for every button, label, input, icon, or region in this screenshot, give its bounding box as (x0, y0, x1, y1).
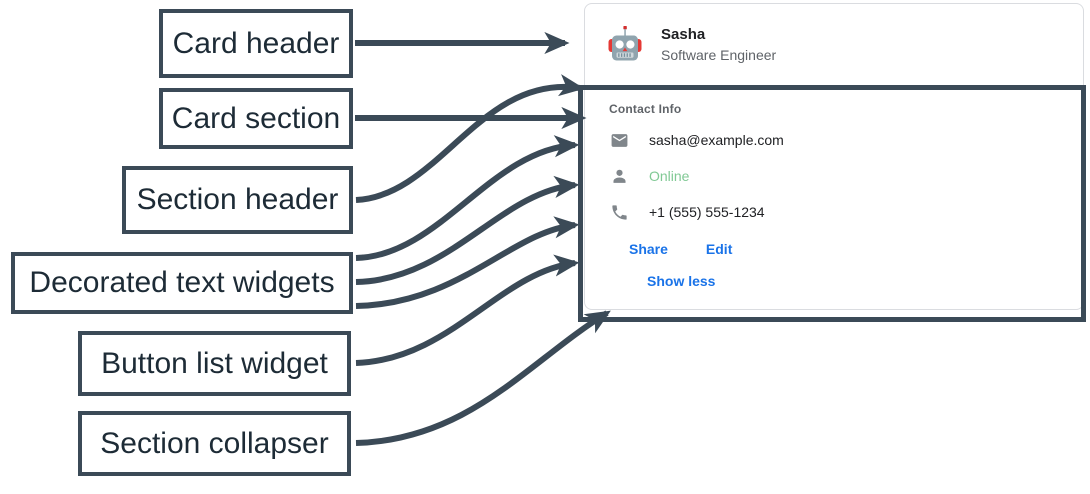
card-header-text: Sasha Software Engineer (661, 25, 777, 64)
button-list-widget: Share Edit (629, 242, 1067, 256)
edit-button[interactable]: Edit (705, 241, 733, 257)
arrow-text-widget-phone (355, 216, 580, 309)
callout-label: Card section (171, 101, 341, 135)
callout-label: Button list widget (101, 346, 328, 380)
decorated-text-row-email[interactable]: sasha@example.com (609, 130, 1067, 150)
arrow-section-collapser (355, 310, 611, 446)
arrow-section-header (355, 74, 585, 203)
status-value: Online (649, 168, 690, 184)
arrow-button-list (355, 254, 580, 366)
callout-label: Decorated text widgets (29, 266, 335, 299)
card-header-subtitle: Software Engineer (661, 47, 777, 64)
phone-value: +1 (555) 555-1234 (649, 204, 765, 220)
share-button[interactable]: Share (629, 241, 668, 257)
card-section: Contact Info sasha@example.com (585, 86, 1083, 309)
email-icon (609, 130, 629, 150)
phone-icon (609, 202, 629, 222)
callout-decorated-text-widgets: Decorated text widgets (11, 252, 353, 314)
callout-card-header: Card header (159, 9, 353, 78)
callout-label: Section collapser (100, 426, 329, 460)
profile-card: Sasha Software Engineer Contact Info sas… (584, 3, 1084, 310)
robot-avatar-icon (608, 26, 642, 61)
section-header: Contact Info (609, 102, 682, 116)
callout-button-list-widget: Button list widget (78, 331, 351, 396)
section-collapser: Show less (647, 273, 1067, 291)
callout-label: Card header (172, 26, 340, 60)
email-value: sasha@example.com (649, 132, 784, 148)
arrow-text-widget-status (355, 175, 580, 285)
callout-section-collapser: Section collapser (78, 411, 351, 476)
card-header-title: Sasha (661, 25, 706, 43)
card-header: Sasha Software Engineer (585, 4, 1083, 86)
decorated-text-row-status[interactable]: Online (609, 166, 1067, 186)
callout-card-section: Card section (159, 88, 353, 149)
show-less-button[interactable]: Show less (647, 273, 716, 289)
callout-section-header: Section header (122, 166, 353, 234)
arrow-text-widget-email (355, 135, 580, 261)
person-icon (609, 166, 629, 186)
decorated-text-row-phone[interactable]: +1 (555) 555-1234 (609, 202, 1067, 222)
callout-label: Section header (136, 183, 339, 216)
